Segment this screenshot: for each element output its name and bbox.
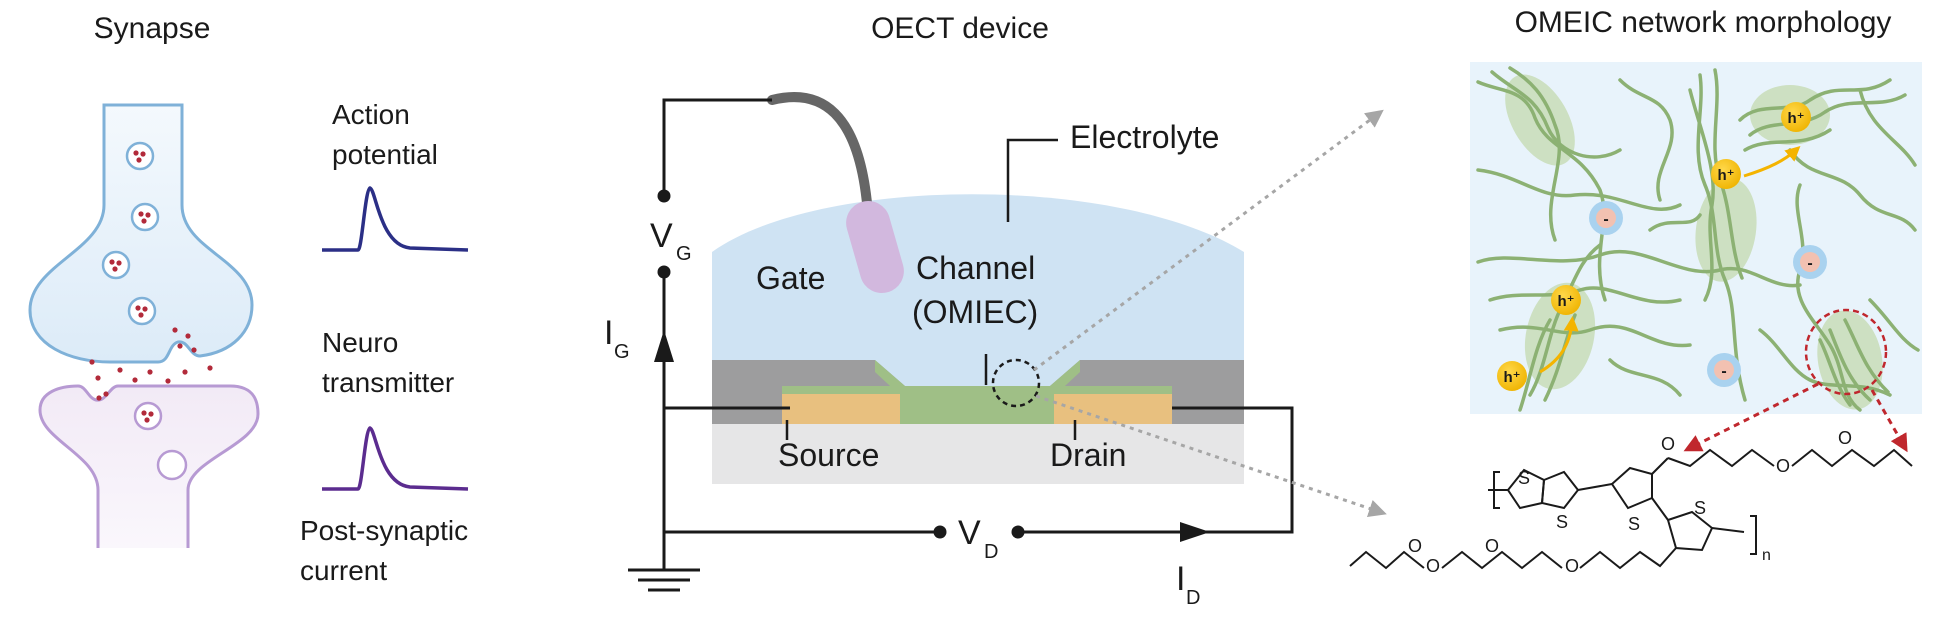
svg-text:V: V (650, 217, 673, 255)
anion: - (1793, 245, 1827, 279)
post-synaptic-label: Post-synaptic (300, 515, 468, 546)
zoom-region (991, 358, 1041, 408)
vesicle (133, 401, 163, 431)
vg-terminal-top (657, 189, 671, 203)
postsynaptic-terminal (38, 384, 260, 548)
sulfur-atom: S (1556, 512, 1568, 532)
neurotransmitter-release (89, 327, 213, 384)
ig-label: I G (604, 314, 630, 363)
hole: h⁺ (1497, 361, 1527, 391)
zoom-arrow-bottom (1035, 394, 1387, 518)
action-potential-label: Action (332, 99, 410, 130)
oxygen-atom: O (1485, 536, 1499, 556)
vg-terminal-bottom (657, 265, 671, 279)
substrate (712, 424, 1244, 484)
svg-text:-: - (1721, 363, 1726, 380)
svg-text:h⁺: h⁺ (1787, 110, 1804, 127)
presynaptic-terminal (28, 103, 254, 364)
source-label: Source (778, 437, 879, 473)
vesicle (101, 250, 131, 280)
oxygen-atom: O (1661, 434, 1675, 454)
anion: - (1707, 353, 1741, 387)
svg-text:D: D (984, 541, 998, 563)
neurotransmitter-label-2: transmitter (322, 367, 454, 398)
vg-label: V G (650, 217, 692, 265)
action-potential-trace (322, 186, 469, 252)
svg-text:h⁺: h⁺ (1503, 369, 1520, 386)
id-label: I D (1176, 560, 1200, 609)
hole: h⁺ (1781, 102, 1811, 132)
vd-label: V D (958, 514, 998, 563)
sulfur-atom: S (1518, 468, 1530, 488)
electrolyte-label: Electrolyte (1070, 119, 1219, 155)
ig-arrow (654, 330, 674, 362)
svg-text:-: - (1807, 255, 1812, 272)
id-arrow (1180, 522, 1210, 542)
synapse-title: Synapse (94, 12, 211, 45)
svg-text:G: G (676, 243, 692, 265)
gate-wire (767, 92, 873, 219)
vesicle (125, 141, 155, 171)
empty-vesicle (156, 449, 188, 481)
svg-text:D: D (1186, 587, 1200, 609)
svg-text:h⁺: h⁺ (1717, 167, 1734, 184)
vd-terminal-left (933, 525, 947, 539)
network-title: OMEIC network morphology (1515, 6, 1892, 39)
anion: - (1589, 201, 1623, 235)
drain-label: Drain (1050, 437, 1126, 473)
hole: h⁺ (1551, 285, 1581, 315)
circuit-wires (628, 98, 1294, 592)
channel-label: Channel (916, 250, 1035, 286)
svg-text:V: V (958, 514, 981, 552)
vd-terminal-right (1011, 525, 1025, 539)
svg-text:G: G (614, 341, 630, 363)
sulfur-atom: S (1694, 498, 1706, 518)
chemical-structure (1349, 448, 1913, 570)
svg-text:-: - (1603, 211, 1608, 228)
source-electrode (782, 394, 900, 424)
gate-electrode (846, 200, 904, 294)
zoom-arrow-left (1683, 382, 1819, 452)
crystallite-zoom (1804, 308, 1888, 396)
svg-text:I: I (1176, 560, 1185, 598)
oxygen-atom: O (1426, 556, 1440, 576)
sulfur-atom: S (1628, 514, 1640, 534)
vesicle (130, 202, 160, 232)
electrolyte (712, 194, 1244, 360)
svg-text:I: I (604, 314, 613, 352)
oxygen-atom: O (1408, 536, 1422, 556)
gate-label: Gate (756, 260, 825, 296)
polymer-chains (1476, 66, 1920, 412)
neurotransmitter-label: Neuro (322, 327, 398, 358)
channel-label-2: (OMIEC) (912, 294, 1038, 330)
action-potential-label-2: potential (332, 139, 438, 170)
vesicle (127, 296, 157, 326)
oxygen-atom: O (1565, 556, 1579, 576)
oxygen-atom: O (1838, 428, 1852, 448)
post-synaptic-label-2: current (300, 555, 387, 586)
oxygen-atom: O (1776, 456, 1790, 476)
svg-text:h⁺: h⁺ (1557, 293, 1574, 310)
post-synaptic-trace (322, 426, 469, 491)
repeat-unit-n: n (1762, 547, 1771, 564)
oect-title: OECT device (871, 12, 1049, 45)
hole: h⁺ (1711, 159, 1741, 189)
